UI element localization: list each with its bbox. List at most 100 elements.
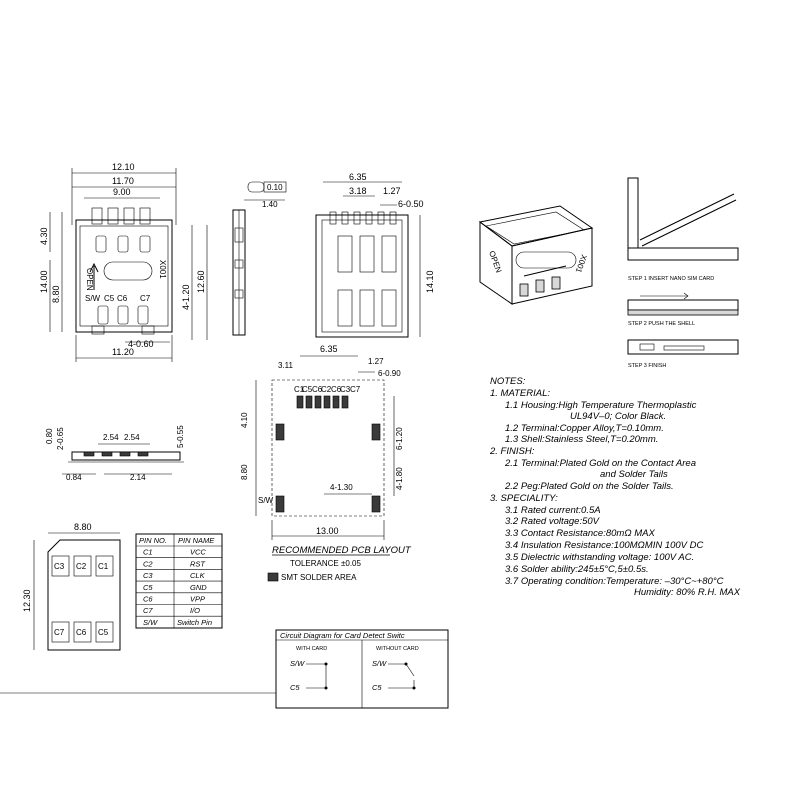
pin-table-pin-name: VPP xyxy=(190,595,205,604)
top-dim-12-60: 12.60 xyxy=(196,270,206,293)
notes-header: NOTES: xyxy=(490,376,526,387)
top-dim-11-20: 11.20 xyxy=(112,347,134,357)
notes-line-10: 3.1 Rated current:0.5A xyxy=(505,505,601,516)
pcb-pin-label-1: C5 xyxy=(302,385,313,394)
sim-cell-1: C2 xyxy=(76,562,87,571)
circuit-with-c5: C5 xyxy=(290,683,300,692)
notes-line-0: 1. MATERIAL: xyxy=(490,388,550,399)
notes-line-5: 2. FINISH: xyxy=(489,446,535,457)
notes-line-1: 1.1 Housing:High Temperature Thermoplast… xyxy=(505,400,697,411)
back-dim-6-0-50: 6-0.50 xyxy=(398,199,424,209)
step-1-label: STEP 1 INSERT NANO SIM CARD xyxy=(628,276,714,282)
iso-label-open: OPEN xyxy=(487,250,503,275)
notes-line-3: 1.2 Terminal:Copper Alloy,T=0.10mm. xyxy=(505,423,664,434)
pcb-sw-label: S/W xyxy=(258,496,274,505)
pin-table-pin-no: S/W xyxy=(143,618,158,627)
pcb-pin-label-0: C1 xyxy=(294,385,305,394)
notes-line-11: 3.2 Rated voltage:50V xyxy=(505,516,601,527)
pin-table-header-0: PIN NO. xyxy=(139,536,167,545)
notes-line-2: UL94V–0; Color Black. xyxy=(570,411,666,422)
smt-legend-swatch xyxy=(267,572,279,582)
circuit-with-card: WITH CARD xyxy=(296,646,327,652)
notes-line-14: 3.5 Dielectric withstanding voltage: 100… xyxy=(505,552,694,563)
step-2-label: STEP 2 PUSH THE SHELL xyxy=(628,321,695,327)
top-label-sw: S/W xyxy=(85,294,101,303)
notes-line-15: 3.6 Solder ability:245±5°C,5±0.5s. xyxy=(505,564,649,575)
notes-line-4: 1.3 Shell:Stainless Steel,T=0.20mm. xyxy=(505,434,658,445)
profile-dim-2-0-65: 2-0.65 xyxy=(56,427,65,450)
back-dim-14-10: 14.10 xyxy=(425,270,435,293)
notes-line-16: 3.7 Operating condition:Temperature: –30… xyxy=(505,576,724,587)
pcb-dim-8-80: 8.80 xyxy=(240,464,249,480)
pcb-dim-6-0-90: 6-0.90 xyxy=(378,369,401,378)
profile-dim-2-54-a: 2.54 xyxy=(103,433,119,442)
steps: STEP 1 INSERT NANO SIM CARD STEP 2 PUSH … xyxy=(627,177,739,369)
sim-cell-5: C5 xyxy=(98,628,109,637)
pcb-dim-6-1-20: 6-1.20 xyxy=(395,427,404,450)
pcb-pin-label-6: C7 xyxy=(350,385,361,394)
profile-view: 0.80 2-0.65 2.54 2.54 5-0.55 0.84 2.14 xyxy=(45,425,185,482)
pcb-pin-label-4: C6 xyxy=(331,385,342,394)
pcb-dim-4-1-30: 4-1.30 xyxy=(330,483,353,492)
top-view: 12.10 11.70 9.00 4.30 14.00 8.80 4-1.20 … xyxy=(39,162,208,362)
profile-dim-0-80: 0.80 xyxy=(45,428,54,444)
notes-line-9: 3. SPECIALITY: xyxy=(490,493,558,504)
pcb-tolerance: TOLERANCE ±0.05 xyxy=(290,559,361,568)
side-dim-1-40: 1.40 xyxy=(262,200,278,209)
pcb-dim-4-1-80: 4-1.80 xyxy=(395,467,404,490)
pin-table-pin-no: C3 xyxy=(143,571,153,580)
top-dim-4-30: 4.30 xyxy=(39,227,49,245)
pcb-pin-label-3: C2 xyxy=(321,385,332,394)
notes: NOTES: 1. MATERIAL: 1.1 Housing:High Tem… xyxy=(489,376,741,598)
pin-table-pin-name: VCC xyxy=(190,548,206,557)
pin-table-pin-name: Switch Pin xyxy=(177,618,212,627)
back-dim-6-35: 6.35 xyxy=(349,172,367,182)
back-dim-1-27: 1.27 xyxy=(383,186,401,196)
pin-table-pin-no: C5 xyxy=(143,583,153,592)
sim-cell-0: C3 xyxy=(54,562,65,571)
top-dim-slot: 9.00 xyxy=(113,187,131,197)
profile-dim-2-54-b: 2.54 xyxy=(124,433,140,442)
notes-line-13: 3.4 Insulation Resistance:100MΩMIN 100V … xyxy=(505,540,704,551)
pin-table-pin-name: RST xyxy=(190,559,206,568)
pcb-dim-6-35: 6.35 xyxy=(320,344,338,354)
circuit-with-sw: S/W xyxy=(290,659,305,668)
notes-line-7: and Solder Tails xyxy=(600,469,668,480)
iso-view: OPEN X001 xyxy=(478,205,594,305)
sim-cell-2: C1 xyxy=(98,562,109,571)
top-dim-4-0-60: 4-0.60 xyxy=(128,339,154,349)
pin-table-pin-no: C6 xyxy=(143,595,153,604)
top-dim-width: 12.10 xyxy=(112,162,135,172)
top-dim-14-00: 14.00 xyxy=(39,270,49,293)
circuit-without-c5: C5 xyxy=(372,683,382,692)
pcb-pin-label-2: C6 xyxy=(312,385,323,394)
pin-table-pin-no: C1 xyxy=(143,548,153,557)
sim-height-dim: 12.30 xyxy=(22,589,32,612)
pcb-dim-3-11: 3.11 xyxy=(278,361,294,370)
top-dim-inner: 11.70 xyxy=(112,176,134,186)
profile-dim-2-14: 2.14 xyxy=(130,473,146,482)
side-view: 0.10 1.40 xyxy=(232,181,287,336)
top-label-c5: C5 xyxy=(104,294,115,303)
notes-line-17: Humidity: 80% R.H. MAX xyxy=(634,587,741,598)
pcb-dim-13-00: 13.00 xyxy=(316,526,339,536)
pcb-pin-label-5: C3 xyxy=(340,385,351,394)
back-dim-3-18: 3.18 xyxy=(349,186,367,196)
pcb-legend: SMT SOLDER AREA xyxy=(281,573,357,582)
sim-card: 8.80 12.30 C3 C2 C1 C7 C6 C5 xyxy=(22,522,121,651)
sim-cell-3: C7 xyxy=(54,628,65,637)
notes-line-8: 2.2 Peg:Plated Gold on the Solder Tails. xyxy=(504,481,674,492)
top-dim-8-80: 8.80 xyxy=(51,285,61,303)
pin-table-pin-no: C2 xyxy=(143,559,153,568)
circuit-without-sw: S/W xyxy=(372,659,387,668)
sim-width-dim: 8.80 xyxy=(74,522,92,532)
pcb-layout: 6.35 3.11 1.27 6-0.90 C1 C5 C6 C2 C6 C3 … xyxy=(240,344,412,582)
top-dim-4-1-20: 4-1.20 xyxy=(181,284,191,310)
pin-table-pin-name: CLK xyxy=(190,571,206,580)
sim-cell-4: C6 xyxy=(76,628,87,637)
pin-table-pin-no: C7 xyxy=(143,606,153,615)
notes-line-6: 2.1 Terminal:Plated Gold on the Contact … xyxy=(504,458,696,469)
